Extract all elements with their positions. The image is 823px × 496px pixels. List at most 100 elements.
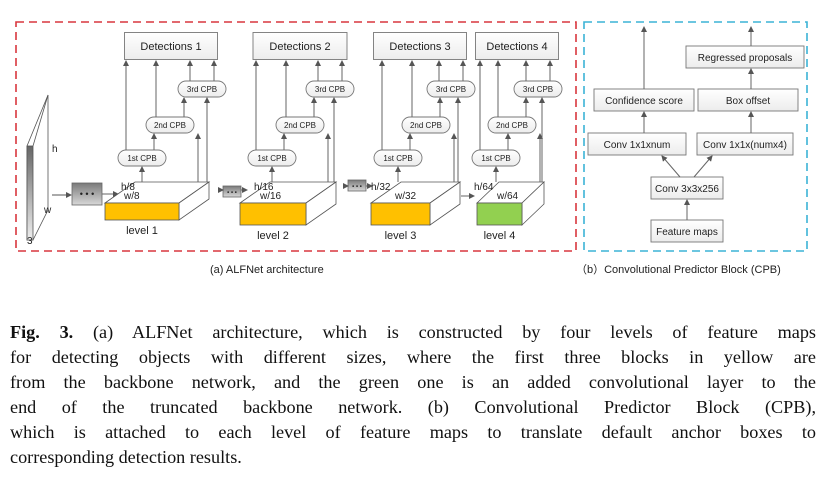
panel-a-caption: (a) ALFNet architecture — [210, 264, 324, 276]
caption-line-1: (a) ALFNet architecture, which is constr… — [73, 322, 816, 342]
regressed-proposals-box: Regressed proposals — [685, 45, 805, 69]
cpb-2nd-label: 2nd CPB — [284, 121, 316, 130]
cpb-3rd-shape — [177, 80, 227, 98]
conv-1x1x-numx4-box-label: Conv 1x1x(numx4) — [703, 140, 787, 151]
cpb-3rd-shape — [513, 80, 563, 98]
caption-line-5: which is attached to each level of featu… — [10, 422, 816, 442]
caption-line-4: end of the truncated backbone network. (… — [10, 397, 816, 417]
cpb-2nd: 2nd CPB — [487, 116, 537, 134]
detections-box-label: Detections 3 — [389, 41, 450, 53]
input-image-slab — [26, 94, 49, 241]
cpb-1st: 1st CPB — [247, 149, 297, 167]
ellipsis-text: • • • — [80, 189, 94, 199]
level-w-label: w/16 — [259, 191, 282, 202]
input-h-label: h — [52, 144, 58, 155]
cpb-2nd-shape — [401, 116, 451, 134]
figure-caption: Fig. 3. (a) ALFNet architecture, which i… — [10, 320, 816, 470]
level-1: h/8w/8 level 1 Detections 1 1st CPB 2nd CPB 3… — [103, 32, 227, 237]
conv-1x1xnum-box-box — [587, 132, 687, 156]
block-front-face — [476, 202, 523, 226]
figure: h w 3 • • • • • • • • • h/8w/8 level 1 Detect… — [15, 21, 808, 276]
detections-box-label: Detections 2 — [269, 41, 330, 53]
cpb-1st-label: 1st CPB — [127, 154, 156, 163]
conv-1x1x-numx4-box: Conv 1x1x(numx4) — [696, 132, 794, 156]
confidence-score-box: Confidence score — [593, 88, 695, 112]
ellipsis-block-3: • • • — [347, 179, 367, 192]
cpb-3rd: 3rd CPB — [513, 80, 563, 98]
cpb-3rd-label: 3rd CPB — [523, 85, 553, 94]
feature-maps-box: Feature maps — [650, 219, 724, 243]
level-h-label: h/64 — [474, 182, 494, 193]
detections-box-box — [373, 32, 467, 60]
cpb-3rd-shape — [426, 80, 476, 98]
level-h-label: h/16 — [254, 182, 274, 193]
cpb-1st-label: 1st CPB — [383, 154, 412, 163]
ellipsis-block-1: • • • — [71, 182, 103, 206]
block-front-face — [104, 202, 180, 221]
cpb-2nd: 2nd CPB — [145, 116, 195, 134]
cpb-3rd: 3rd CPB — [426, 80, 476, 98]
cpb-2nd-shape — [275, 116, 325, 134]
level-label: level 3 — [385, 230, 417, 242]
caption-label: Fig. 3. — [10, 322, 74, 342]
conv-1x1xnum-box-label: Conv 1x1xnum — [604, 140, 671, 151]
cpb-3rd: 3rd CPB — [305, 80, 355, 98]
feature-maps-box-label: Feature maps — [656, 227, 718, 238]
cpb-3rd-shape — [305, 80, 355, 98]
detections-box: Detections 3 — [373, 32, 467, 60]
caption-line-3: from the backbone network, and the green… — [10, 372, 816, 392]
detections-box-box — [252, 32, 348, 60]
panel-a-border — [15, 21, 577, 252]
conv-3x3x256-box: Conv 3x3x256 — [650, 176, 724, 200]
cpb-2nd-label: 2nd CPB — [154, 121, 186, 130]
panel-b-border — [583, 21, 808, 252]
arrow — [693, 155, 713, 178]
level-h-label: h/8 — [121, 182, 135, 193]
cpb-3rd-label: 3rd CPB — [315, 85, 345, 94]
cpb-2nd-shape — [487, 116, 537, 134]
cpb-3rd: 3rd CPB — [177, 80, 227, 98]
regressed-proposals-box-box — [685, 45, 805, 69]
level-w-label: w/8 — [123, 191, 140, 202]
caption-line-6: corresponding detection results. — [10, 447, 242, 467]
level-2: h/16w/16 level 2 Detections 2 1st CPB 2nd CP… — [238, 32, 355, 242]
level-4: h/64w/64 level 4 Detections 4 1st CPB 2nd CP… — [471, 32, 563, 242]
detections-box: Detections 1 — [124, 32, 218, 60]
cpb-1st-label: 1st CPB — [481, 154, 510, 163]
detections-box: Detections 4 — [475, 32, 559, 60]
input-c-label: 3 — [27, 236, 33, 247]
detections-box-box — [475, 32, 559, 60]
cpb-3rd-label: 3rd CPB — [187, 85, 217, 94]
conv-1x1xnum-box: Conv 1x1xnum — [587, 132, 687, 156]
cpb-2nd: 2nd CPB — [275, 116, 325, 134]
detections-box-box — [124, 32, 218, 60]
panel-b-caption: （b）Convolutional Predictor Block (CPB) — [576, 263, 781, 276]
ellipsis-text: • • • — [227, 191, 237, 197]
level-label: level 1 — [126, 225, 158, 237]
detections-box-label: Detections 4 — [486, 41, 547, 53]
caption-line-2: for detecting objects with different siz… — [10, 347, 816, 367]
block-front-face — [239, 202, 307, 226]
cpb-2nd-label: 2nd CPB — [496, 121, 528, 130]
cpb-1st: 1st CPB — [117, 149, 167, 167]
cpb-1st: 1st CPB — [373, 149, 423, 167]
cpb-1st-label: 1st CPB — [257, 154, 286, 163]
cpb-2nd-label: 2nd CPB — [410, 121, 442, 130]
level-w-label: w/64 — [496, 191, 519, 202]
ellipsis-block-2: • • • — [222, 185, 242, 198]
detections-box-label: Detections 1 — [140, 41, 201, 53]
box-offset-box-label: Box offset — [726, 96, 771, 107]
level-label: level 4 — [484, 230, 516, 242]
level-label: level 2 — [257, 230, 289, 242]
ellipsis-text: • • • — [352, 185, 362, 191]
cpb-3rd-label: 3rd CPB — [436, 85, 466, 94]
detections-box: Detections 2 — [252, 32, 348, 60]
conv-3x3x256-box-label: Conv 3x3x256 — [655, 184, 719, 195]
conv-1x1x-numx4-box-box — [696, 132, 794, 156]
box-offset-box: Box offset — [697, 88, 799, 112]
arrow — [661, 155, 681, 178]
cpb-1st: 1st CPB — [471, 149, 521, 167]
input-w-label: w — [43, 205, 52, 216]
regressed-proposals-box-label: Regressed proposals — [698, 53, 793, 64]
